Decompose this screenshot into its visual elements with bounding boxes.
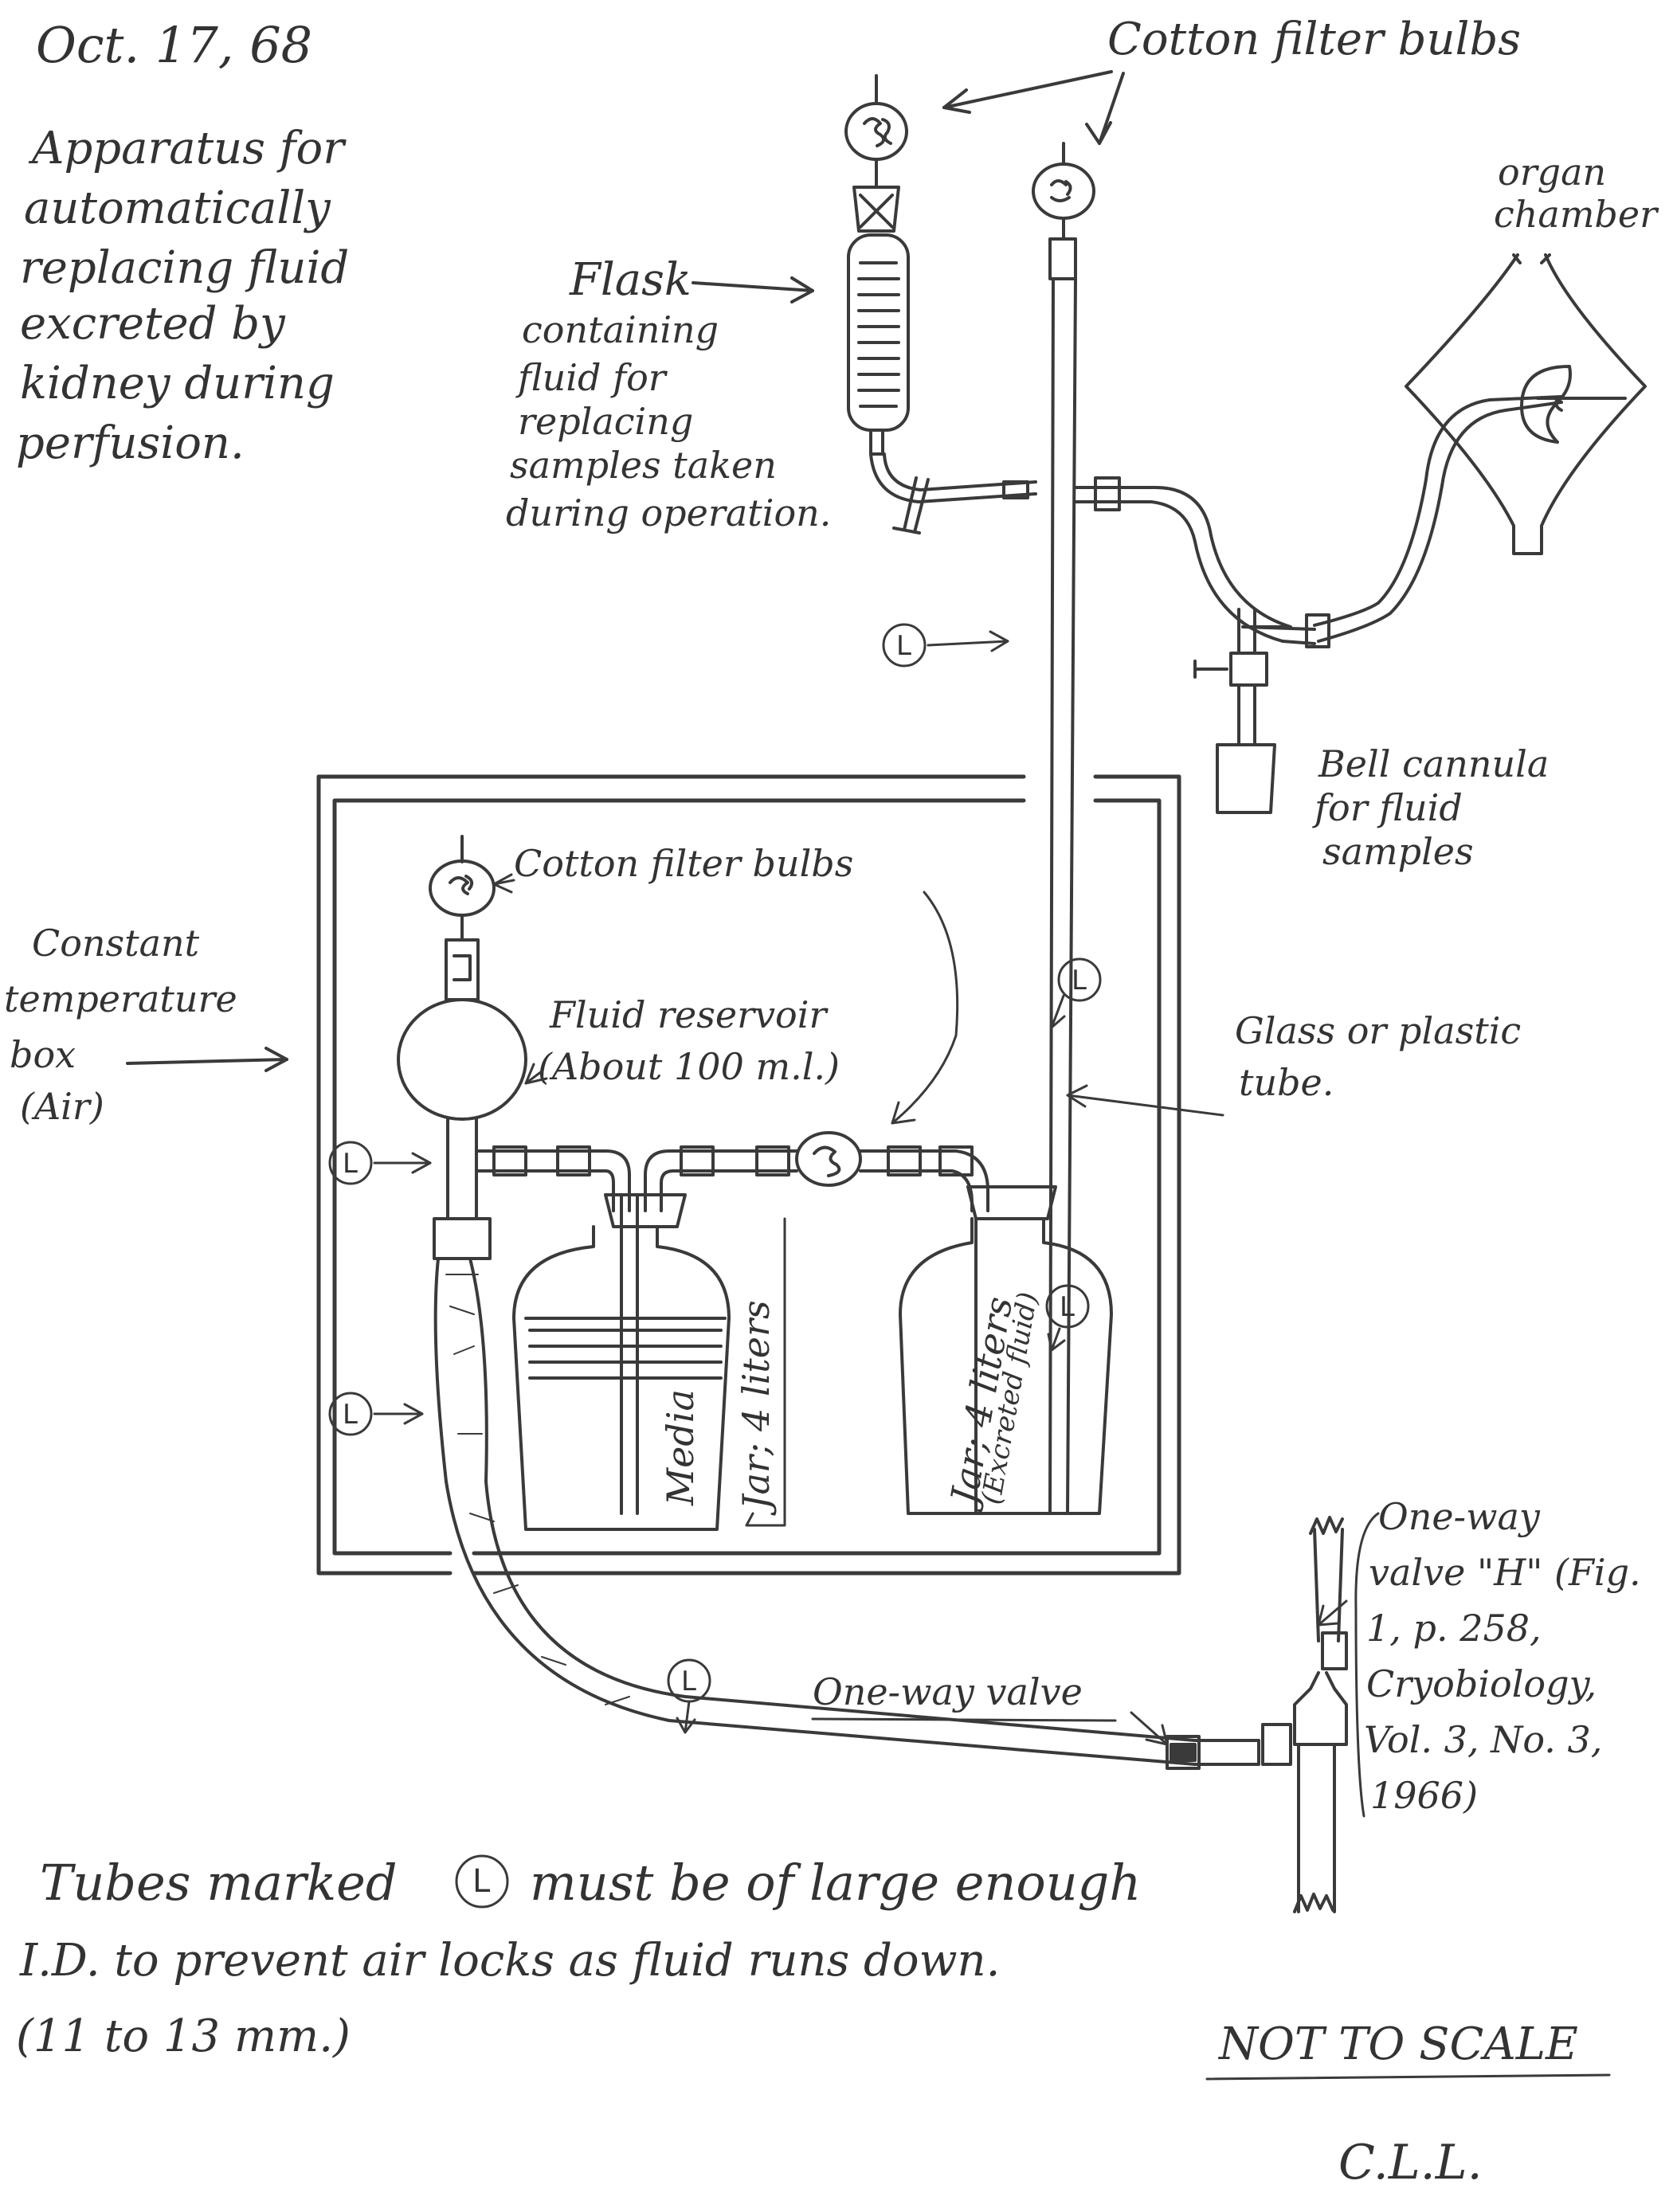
bell-cannula-line-2: for fluid (1312, 786, 1463, 829)
glass-tube-label: Glass or plastic tube. (1235, 1009, 1521, 1104)
one-way-valve-h-label: One-way valve "H" (Fig. 1, p. 258, Cryob… (1317, 1495, 1641, 1818)
valve-h-line-3: 1, p. 258, (1366, 1607, 1542, 1650)
l-mark-box-lower-left: L (328, 1392, 424, 1436)
fluid-reservoir-label: Fluid reservoir (About 100 m.l.) (538, 993, 840, 1088)
valve-h-line-4: Cryobiology, (1366, 1662, 1597, 1705)
flask-line-5: samples taken (510, 444, 777, 487)
top-filter-bulb-right (1032, 142, 1095, 280)
date-text: Oct. 17, 68 (36, 16, 312, 74)
bell-cannula-line-1: Bell cannula (1318, 742, 1549, 785)
title-line-4: excreted by (20, 298, 286, 350)
constant-temp-label: Constant temperature box (Air) (4, 922, 237, 1128)
constant-temp-line-2: temperature (4, 977, 237, 1020)
flask-label: Flask containing fluid for replacing sam… (506, 254, 831, 534)
note-line-2: must be of large enough (530, 1854, 1141, 1912)
l-mark-excreted-jar: L (1045, 1284, 1090, 1352)
valve-h-line-6: 1966) (1370, 1774, 1478, 1817)
bell-cannula (1193, 608, 1276, 814)
one-way-valve-h (1193, 1516, 1348, 1913)
flask-line-3: fluid for (515, 356, 668, 399)
one-way-valve-arrow (811, 1711, 1169, 1746)
title-block: Apparatus for automatically replacing fl… (16, 123, 349, 469)
constant-temp-line-1: Constant (32, 922, 200, 965)
valve-h-line-2: valve "H" (Fig. (1369, 1551, 1641, 1594)
flask-line-4: replacing (518, 400, 693, 443)
constant-temp-line-4: (Air) (20, 1085, 104, 1128)
organ-feed-tube (1074, 395, 1563, 648)
constant-temp-arrow (126, 1047, 288, 1072)
flask-label-arrow (692, 276, 814, 303)
title-line-3: replacing fluid (20, 242, 349, 294)
box-connector-tubes (475, 1131, 989, 1212)
title-line-5: kidney during (20, 358, 335, 409)
cotton-filter-top-arrows (942, 70, 1125, 145)
box-filter-bulb (429, 835, 496, 1001)
l-mark-drain: L (667, 1658, 711, 1734)
flask-outlet-tube (869, 452, 1037, 534)
not-to-scale-label: NOT TO SCALE (1217, 2018, 1578, 2070)
l-mark-box-left: L (328, 1141, 432, 1185)
flask-line-6: during operation. (506, 491, 831, 534)
signature: C.L.L. (1338, 2135, 1483, 2190)
valve-h-line-1: One-way (1378, 1495, 1541, 1538)
flask (847, 233, 910, 456)
glass-tube-line-2: tube. (1239, 1061, 1334, 1104)
l-mark-box-right: L (1050, 957, 1102, 1029)
one-way-valve-label: One-way valve (813, 1670, 1083, 1713)
l-mark-note: L (455, 1854, 509, 1909)
l-mark-label: L (896, 630, 911, 662)
cotton-filter-box-label: Cotton filter bulbs (514, 842, 853, 885)
bell-cannula-label: Bell cannula for fluid samples (1312, 742, 1549, 873)
organ-chamber-line-1: organ (1498, 151, 1606, 194)
bell-cannula-line-3: samples (1322, 830, 1474, 873)
media-jar (512, 1193, 731, 1531)
fluid-reservoir-arrow (524, 1063, 548, 1085)
flask-line-2: containing (522, 308, 719, 351)
fluid-reservoir-line-1: Fluid reservoir (549, 993, 829, 1036)
flask-line-1: Flask (569, 254, 692, 306)
cotton-filter-box-arrows (492, 873, 959, 1125)
glass-tube-line-1: Glass or plastic (1235, 1009, 1521, 1052)
vertical-glass-tube (1048, 277, 1077, 1515)
organ-chamber (1405, 253, 1647, 555)
l-mark-label: L (343, 1399, 358, 1431)
title-line-6: perfusion. (16, 417, 245, 469)
media-jar-size-label: Jar; 4 liters (735, 1300, 778, 1516)
title-line-1: Apparatus for (28, 123, 347, 174)
glass-tube-arrow (1066, 1084, 1224, 1117)
constant-temp-line-3: box (10, 1033, 76, 1076)
top-filter-bulb-left (844, 74, 908, 233)
constant-temperature-box (316, 774, 1181, 1576)
l-mark-vertical-top: L (882, 623, 1009, 668)
fluid-reservoir (397, 998, 527, 1260)
not-to-scale-underline (1205, 2073, 1611, 2081)
excreted-fluid-jar (899, 1185, 1113, 1515)
organ-chamber-label: organ chamber (1494, 151, 1659, 236)
note-block: Tubes marked L must be of large enough I… (16, 1854, 1141, 2062)
note-line-3: I.D. to prevent air locks as fluid runs … (19, 1935, 1000, 1987)
l-mark-label: L (472, 1863, 491, 1900)
fluid-reservoir-line-2: (About 100 m.l.) (538, 1045, 840, 1088)
title-line-2: automatically (24, 182, 331, 234)
media-jar-label: Media Jar; 4 liters (659, 1217, 786, 1527)
organ-chamber-line-2: chamber (1494, 193, 1659, 236)
note-line-1: Tubes marked (40, 1854, 398, 1912)
l-mark-label: L (1060, 1291, 1075, 1323)
l-mark-label: L (343, 1148, 358, 1180)
valve-h-line-5: Vol. 3, No. 3, (1364, 1718, 1602, 1761)
cotton-filter-top-label: Cotton filter bulbs (1107, 14, 1521, 65)
note-line-4: (11 to 13 mm.) (16, 2010, 351, 2062)
l-mark-label: L (681, 1666, 696, 1697)
excreted-jar-label: Jar; 4 liters (Excreted fluid) (941, 1290, 1044, 1513)
l-mark-label: L (1072, 965, 1087, 996)
drain-tube (433, 1257, 1201, 1770)
media-label: Media (659, 1389, 702, 1506)
